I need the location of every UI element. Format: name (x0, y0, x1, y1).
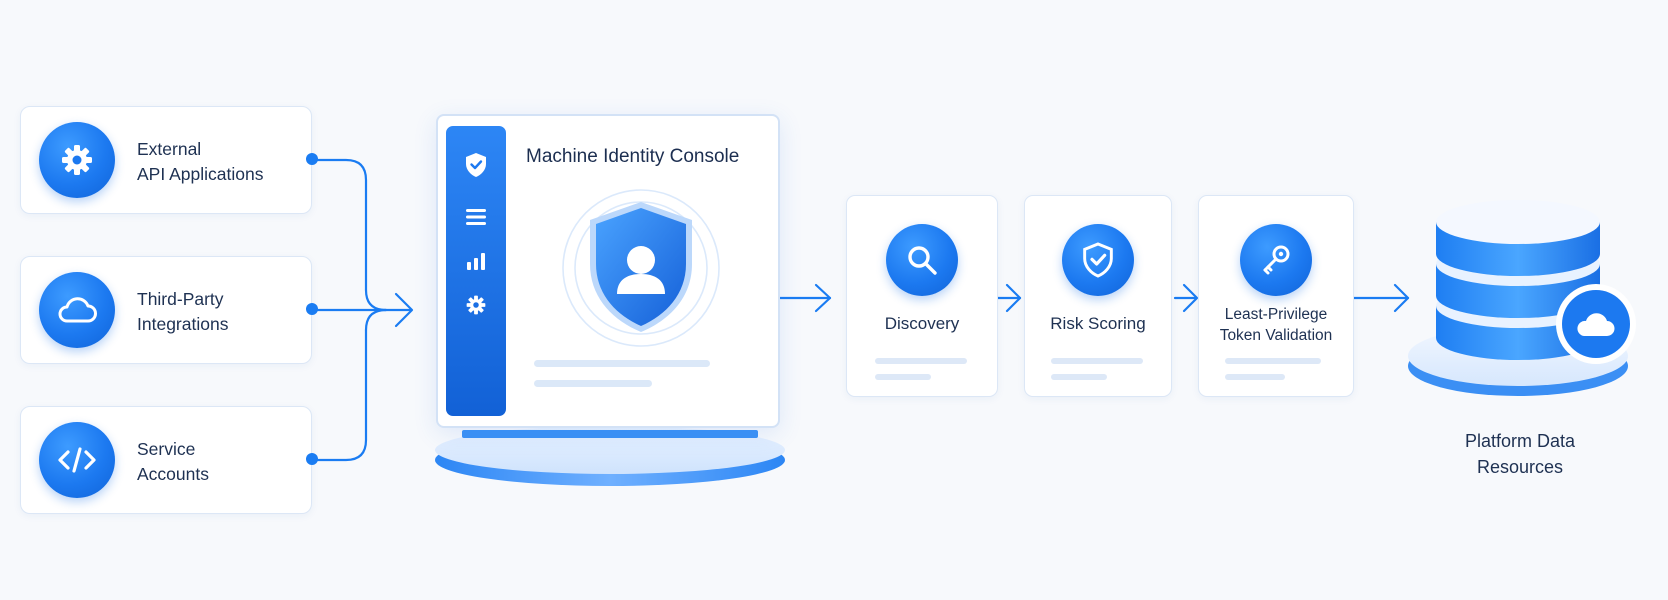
source-label-line1: External (137, 139, 202, 159)
placeholder-line (1051, 374, 1107, 380)
gear-icon (39, 122, 115, 198)
step-label: Discovery (884, 314, 960, 333)
placeholder-line (1225, 358, 1321, 364)
placeholder-line (1225, 374, 1285, 380)
shield-user-icon (562, 189, 720, 347)
source-card-third-party[interactable]: Third-Party Integrations (20, 256, 318, 364)
connector-dot (306, 153, 318, 165)
key-icon (1240, 224, 1312, 296)
connector-dot (306, 303, 318, 315)
search-icon (886, 224, 958, 296)
placeholder-line (534, 360, 710, 367)
gear-icon[interactable] (463, 292, 489, 318)
source-label-line2: Integrations (137, 314, 229, 334)
database-cloud-icon (1408, 200, 1636, 396)
source-label-line2: API Applications (137, 164, 264, 184)
step-card-token-validation[interactable]: Least-Privilege Token Validation (1198, 195, 1354, 397)
placeholder-line (875, 358, 967, 364)
console-title: Machine Identity Console (526, 146, 740, 167)
cloud-icon (39, 272, 115, 348)
console-pedestal (435, 426, 785, 486)
destination-label: Platform Data Resources (1440, 428, 1600, 480)
shield-check-icon[interactable] (463, 152, 489, 178)
destination-label-line2: Resources (1476, 457, 1564, 477)
bar-chart-icon[interactable] (463, 248, 489, 274)
step-label: Risk Scoring (1050, 314, 1146, 333)
console-sidebar (446, 126, 506, 416)
list-icon[interactable] (463, 204, 489, 230)
placeholder-line (875, 374, 931, 380)
console-base-glow (462, 430, 758, 438)
step-card-risk-scoring[interactable]: Risk Scoring (1024, 195, 1172, 397)
step-label-line1: Least-Privilege (1224, 306, 1328, 323)
machine-identity-console[interactable]: Machine Identity Console (436, 114, 780, 428)
source-label-line1: Service (137, 439, 196, 459)
placeholder-line (1051, 358, 1143, 364)
destination-label-line1: Platform Data (1464, 431, 1576, 451)
placeholder-line (534, 380, 652, 387)
step-label-line2: Token Validation (1219, 327, 1333, 344)
shield-check-icon (1062, 224, 1134, 296)
connector-dot (306, 453, 318, 465)
source-label-line2: Accounts (137, 464, 209, 484)
source-label-line1: Third-Party (137, 289, 224, 309)
source-card-external-api[interactable]: External API Applications (20, 106, 318, 214)
code-icon (39, 422, 115, 498)
step-card-discovery[interactable]: Discovery (846, 195, 998, 397)
source-card-service-accounts[interactable]: Service Accounts (20, 406, 318, 514)
